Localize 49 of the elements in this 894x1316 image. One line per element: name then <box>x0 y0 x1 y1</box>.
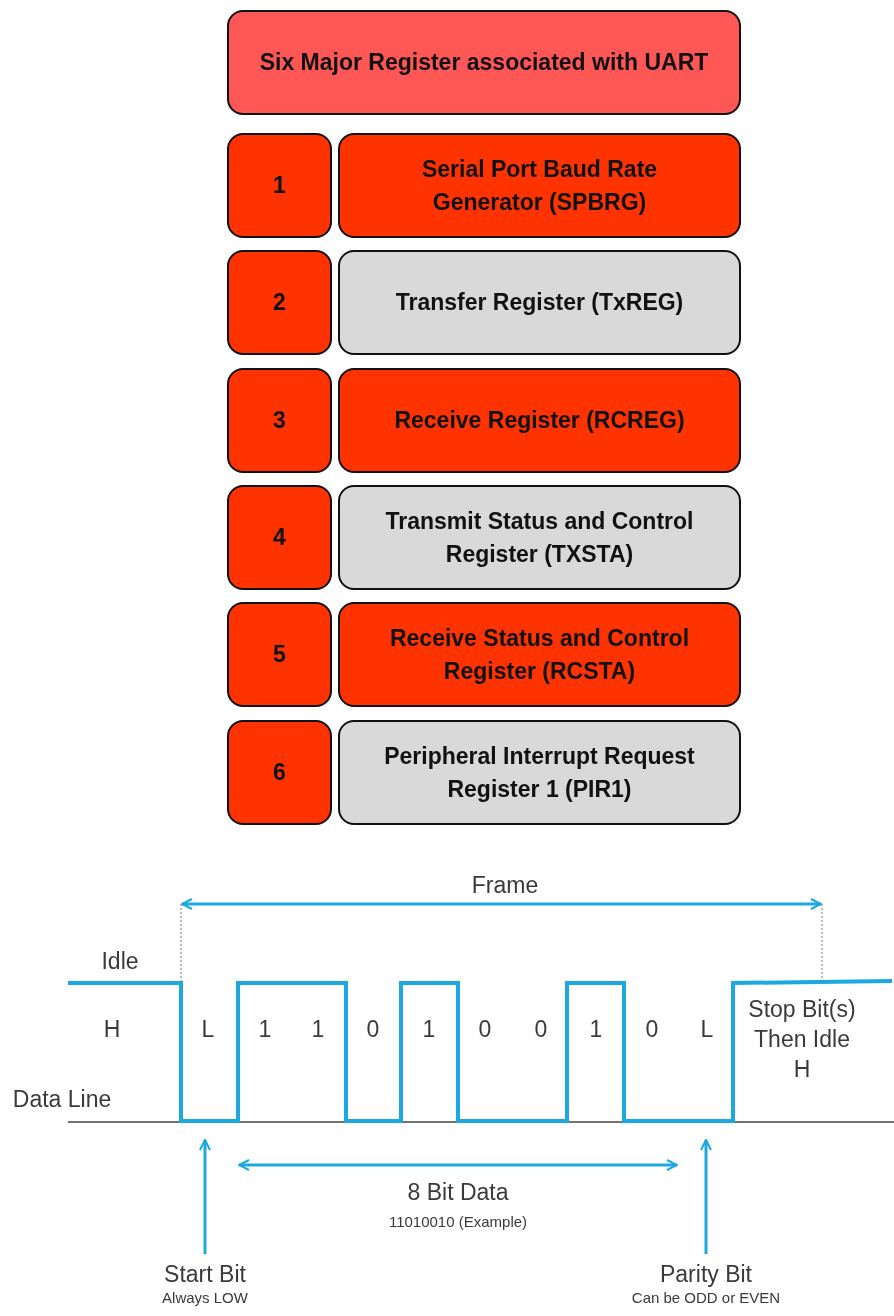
number-badge <box>227 720 332 825</box>
bit-label: 1 <box>589 1015 603 1044</box>
row-number: 5 <box>272 640 287 670</box>
caption-title: Start Bit <box>164 1260 246 1288</box>
bit-label: L <box>201 1015 215 1044</box>
row-number: 3 <box>272 406 287 436</box>
register-name: Receive Status and Control Register (RCSTA) <box>388 624 691 686</box>
register-box <box>338 250 741 355</box>
bit-label: 0 <box>645 1015 659 1044</box>
bit-label: L <box>700 1015 714 1044</box>
row-number: 1 <box>272 171 287 201</box>
register-box <box>338 485 741 590</box>
number-badge <box>227 602 332 707</box>
number-badge <box>227 368 332 473</box>
title-text: Six Major Register associated with UART <box>258 48 710 78</box>
register-name: Peripheral Interrupt Request Register 1 (PIR1) <box>383 742 696 804</box>
bit-label: 1 <box>422 1015 436 1044</box>
row-number: 2 <box>272 288 287 318</box>
register-name: Transmit Status and Control Register (TXSTA) <box>384 507 695 569</box>
register-box <box>338 720 741 825</box>
caption-note: Always LOW <box>162 1288 248 1308</box>
number-badge <box>227 250 332 355</box>
register-name: Transfer Register (TxREG) <box>394 288 685 318</box>
bit-label: 0 <box>534 1015 548 1044</box>
register-box <box>338 602 741 707</box>
register-box <box>338 133 741 238</box>
bit-label: 0 <box>366 1015 380 1044</box>
bit-label: 1 <box>311 1015 325 1044</box>
register-box <box>338 368 741 473</box>
row-number: 6 <box>272 758 287 788</box>
leader-arrow <box>700 1139 712 1254</box>
state-label: H <box>103 1015 121 1044</box>
number-badge <box>227 485 332 590</box>
dimension-label: Frame <box>471 871 539 900</box>
number-badge <box>227 133 332 238</box>
bit-label: 1 <box>258 1015 272 1044</box>
dimension-label: 8 Bit Data <box>407 1178 509 1207</box>
register-name: Receive Register (RCREG) <box>393 406 686 436</box>
leader-arrow <box>199 1139 211 1254</box>
state-label: Stop Bit(s) Then Idle H <box>747 995 857 1084</box>
register-name: Serial Port Baud Rate Generator (SPBRG) <box>420 155 659 217</box>
line-label: Data Line <box>12 1085 112 1114</box>
bit-label: 0 <box>478 1015 492 1044</box>
example-note: 11010010 (Example) <box>388 1212 528 1232</box>
caption-note: Can be ODD or EVEN <box>631 1288 781 1308</box>
caption-title: Parity Bit <box>660 1260 752 1288</box>
title-box <box>227 10 741 115</box>
state-label: Idle <box>101 947 139 976</box>
row-number: 4 <box>272 523 287 553</box>
